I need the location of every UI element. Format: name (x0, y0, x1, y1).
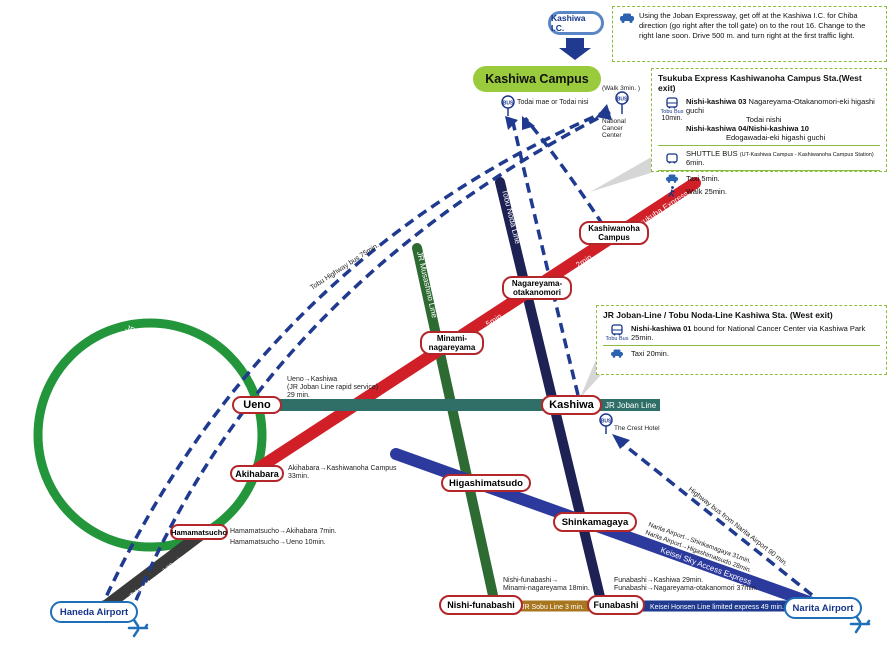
walk-text: Walk 25min. (686, 187, 727, 196)
walk-icon (658, 186, 686, 197)
note-ueno-3: 29 min. (287, 392, 310, 399)
station-nagareyama-otakanomori[interactable]: Nagareyama- otakanomori (502, 276, 572, 300)
arrow-head-cancer (596, 104, 612, 120)
note-hama-2: Hamamatsucho→Ueno 10min. (230, 539, 326, 546)
station-higashimatsudo[interactable]: Higashimatsudo (441, 474, 531, 492)
time-5min-tobu: 5min. (546, 320, 559, 341)
station-nishi-funabashi[interactable]: Nishi-funabashi (439, 595, 523, 615)
bus1-dest: Todai nishi (746, 115, 782, 124)
station-minami-nagareyama[interactable]: Minami- nagareyama (420, 331, 484, 355)
bus-stop-icon-cancer: BUS (615, 91, 629, 114)
station-kashiwanoha-line1: Kashiwanoha (588, 224, 640, 233)
kashiwa-panel-title: JR Joban-Line / Tobu Noda-Line Kashiwa S… (603, 310, 833, 320)
campus-title[interactable]: Kashiwa Campus (473, 66, 601, 92)
stop-cancer: National Cancer Center (602, 118, 626, 139)
svg-text:BUS: BUS (601, 419, 612, 425)
station-ueno[interactable]: Ueno (232, 396, 282, 414)
car-info-text: Using the Joban Expressway, get off at t… (639, 11, 866, 40)
bus-icon: Tobu Bus 10min. (658, 97, 686, 122)
bus-stop-icon-crest: BUS (599, 413, 613, 434)
label-keisei-honsen: Keisei Honsen Line limited express 49 mi… (650, 604, 784, 611)
station-haneda-airport[interactable]: Haneda Airport (50, 601, 138, 623)
kashiwa-bus-desc: bound for National Cancer Center via Kas… (631, 324, 866, 342)
campus-panel-title: Tsukuba Express Kashiwanoha Campus Sta.(… (658, 73, 862, 93)
station-akihabara[interactable]: Akihabara (230, 465, 284, 482)
car-icon (619, 11, 639, 61)
time-17min: 17min. (578, 438, 593, 463)
bus-stop-icon-todai: BUS (501, 95, 515, 116)
stop-walk3: (Walk 3min. ) (602, 85, 640, 92)
note-nf-1: Nishi-funabashi→ (503, 577, 558, 584)
time-9min-b: 9min. (479, 510, 492, 531)
label-sobu: JR Sobu Line 3 min. (521, 604, 584, 611)
station-shinkamagaya[interactable]: Shinkamagaya (553, 512, 637, 532)
kashiwa-ic-label[interactable]: Kashiwa I.C. (548, 11, 604, 35)
stop-todai: Todai mae or Todai nisi (517, 99, 589, 106)
shuttle-route: (UT-Kashiwa Campus - Kashiwanoha Campus … (739, 152, 874, 158)
kashiwanoha-to-campus-route (523, 116, 605, 226)
jr-yamanote-line (33, 318, 267, 552)
campus-access-panel: Tsukuba Express Kashiwanoha Campus Sta.(… (651, 68, 887, 197)
tokyo-monorail-line (102, 527, 208, 611)
station-funabashi[interactable]: Funabashi (587, 595, 645, 615)
station-minami-line2: nagareyama (428, 343, 476, 352)
airplane-icon-narita (849, 614, 871, 634)
arrow-head-campus-right (522, 116, 535, 130)
svg-text:BUS: BUS (503, 101, 514, 107)
note-hama-1: Hamamatsucho→Akihabara 7min. (230, 528, 337, 535)
note-akiba-2: 33min. (288, 473, 309, 480)
station-nagare-line1: Nagareyama- (511, 279, 563, 288)
note-fb-2: Funabashi→Nagareyama-otakanomori 37min. (614, 585, 758, 592)
bus-icon-kashiwa: Tobu Bus (603, 324, 631, 342)
bus2-dest: Edogawadai-eki higashi guchi (726, 133, 826, 142)
tobu-noda-line (495, 177, 607, 610)
airplane-icon-haneda (127, 618, 149, 638)
note-fb-1: Funabashi→Kashiwa 29min. (614, 577, 703, 584)
label-tobu-highway: Tobu Highway bus 75min. (309, 242, 380, 292)
narita-highway-bus-route (616, 438, 814, 597)
label-joban: JR Joban Line (605, 401, 657, 410)
station-nagare-line2: otakanomori (512, 288, 561, 297)
stop-crest: The Crest Hotel (614, 425, 660, 432)
taxi-text: Taxi 5min. (686, 174, 720, 183)
station-narita-airport[interactable]: Narita Airport (784, 597, 862, 619)
note-akiba-1: Akihabara→Kashiwanoha Campus (288, 465, 397, 472)
shuttle-bus-icon (658, 152, 686, 164)
time-9min-a: 9min. (464, 436, 477, 457)
arrow-head-campus-left (505, 116, 518, 130)
shuttle-time: 6min. (686, 158, 705, 167)
station-minami-line1: Minami- (436, 334, 468, 343)
bus-caption: Tobu Bus (660, 109, 684, 115)
station-kashiwanoha-line2: Campus (598, 233, 630, 242)
shuttle-name: SHUTTLE BUS (686, 149, 738, 158)
kashiwa-to-campus-route (510, 117, 580, 396)
kashiwa-bus-caption: Tobu Bus (605, 336, 629, 342)
station-kashiwa[interactable]: Kashiwa (541, 395, 602, 415)
note-ueno-2: (JR Joban Line rapid service) (287, 384, 378, 391)
station-hamamatsucho[interactable]: Hamamatsucho (170, 524, 228, 540)
bus1-name: Nishi-kashiwa 03 (686, 97, 747, 106)
station-kashiwanoha-campus[interactable]: Kashiwanoha Campus (579, 221, 649, 245)
arrow-head-crest (612, 434, 630, 449)
bus2-name: Nishi-kashiwa 04/Nishi-kashiwa 10 (686, 124, 809, 133)
bus-time: 10min. (661, 115, 683, 122)
car-info-box: Using the Joban Expressway, get off at t… (612, 6, 887, 62)
kashiwa-bus-name: Nishi-kashiwa 01 (631, 324, 692, 333)
taxi-icon (658, 174, 686, 183)
note-nf-2: Minami-nagareyama 18min. (503, 585, 590, 592)
kashiwa-ic-down-arrow (559, 38, 591, 60)
note-ueno-1: Ueno→Kashiwa (287, 376, 337, 383)
kashiwa-access-panel: JR Joban-Line / Tobu Noda-Line Kashiwa S… (596, 305, 887, 375)
svg-text:BUS: BUS (617, 97, 628, 103)
bus1-route: Nagareyama-Otakanomori-eki higashi guchi (686, 97, 875, 115)
taxi-icon-kashiwa (603, 349, 631, 358)
kashiwa-taxi-text: Taxi 20min. (631, 349, 669, 358)
jr-musashino-line (412, 243, 499, 605)
callout-pointer-campus (590, 155, 660, 192)
